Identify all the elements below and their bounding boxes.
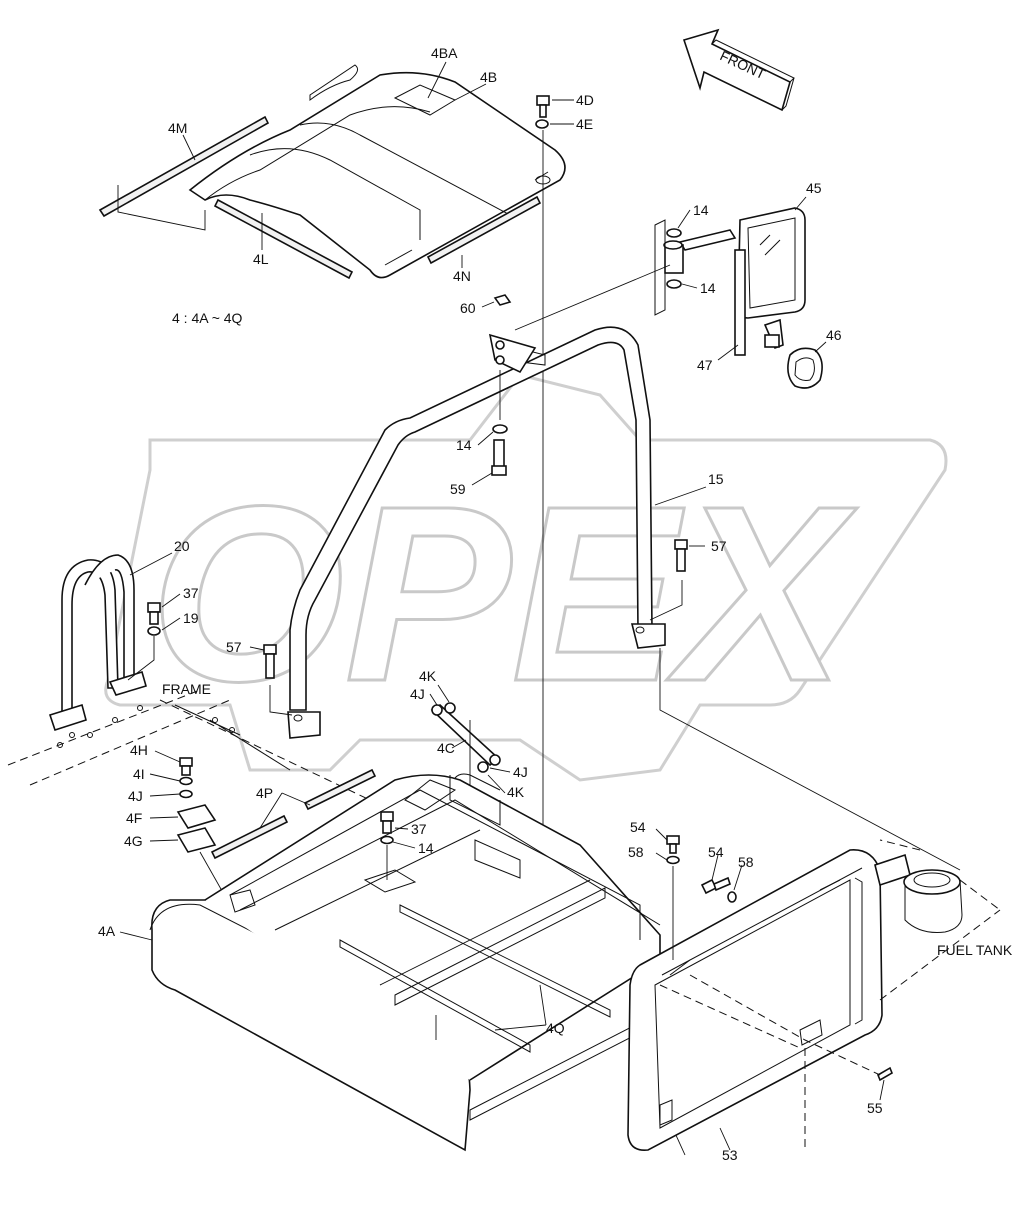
callout-4J-lower: 4J bbox=[513, 764, 528, 780]
callout-4J-upper: 4J bbox=[410, 686, 425, 702]
bolt-54-top bbox=[666, 835, 680, 854]
callout-46: 46 bbox=[826, 327, 842, 343]
callout-14-mirror-lower: 14 bbox=[700, 280, 716, 296]
seal-strip-4l bbox=[213, 198, 354, 280]
callout-4P: 4P bbox=[256, 785, 273, 801]
mirror-45 bbox=[737, 207, 806, 319]
callout-4Q: 4Q bbox=[546, 1020, 565, 1036]
washer-14-rollbar bbox=[492, 424, 508, 434]
callout-15: 15 bbox=[708, 471, 724, 487]
callout-labels: 4BA 4B 4M 4L 4N 4D 4E 14 14 45 46 47 60 … bbox=[98, 45, 883, 1163]
callout-4N: 4N bbox=[453, 268, 471, 284]
mirror-arm-47 bbox=[663, 229, 746, 356]
callout-14-rollbar: 14 bbox=[456, 437, 472, 453]
seal-strip-4p-upper bbox=[303, 768, 377, 811]
bracket-4f bbox=[176, 804, 217, 829]
roof-panel bbox=[188, 64, 566, 279]
washer-4j bbox=[179, 789, 193, 799]
callout-4BA: 4BA bbox=[431, 45, 458, 61]
callout-55: 55 bbox=[867, 1100, 883, 1116]
washer-4e bbox=[535, 119, 549, 129]
callout-4I: 4I bbox=[133, 766, 145, 782]
bolt-37-handrail bbox=[147, 602, 161, 625]
callout-37-base: 37 bbox=[411, 821, 427, 837]
fuel-tank bbox=[874, 853, 963, 933]
leader-lines bbox=[119, 61, 885, 1151]
callout-4B: 4B bbox=[480, 69, 497, 85]
callout-59: 59 bbox=[450, 481, 466, 497]
pin-4k-bottom bbox=[477, 761, 489, 773]
callout-60: 60 bbox=[460, 300, 476, 316]
seal-strip-4m bbox=[98, 115, 270, 218]
bolt-4d bbox=[536, 95, 550, 118]
callout-53: 53 bbox=[722, 1147, 738, 1163]
callout-45: 45 bbox=[806, 180, 822, 196]
callout-54-top: 54 bbox=[630, 819, 646, 835]
washer-58-top bbox=[666, 855, 680, 865]
seal-strip-4p-lower bbox=[210, 814, 289, 860]
callout-14-mirror-upper: 14 bbox=[693, 202, 709, 218]
pin-55 bbox=[877, 1066, 893, 1082]
callout-19: 19 bbox=[183, 610, 199, 626]
bolt-37-base bbox=[380, 811, 394, 834]
nut-60 bbox=[493, 294, 512, 306]
bolt-4h bbox=[179, 757, 193, 776]
frame-outline bbox=[7, 689, 371, 801]
frame-label: FRAME bbox=[162, 681, 211, 697]
watermark-gear bbox=[104, 373, 948, 782]
callout-4E: 4E bbox=[576, 116, 593, 132]
callout-20: 20 bbox=[174, 538, 190, 554]
callout-4D: 4D bbox=[576, 92, 594, 108]
pin-4k-top bbox=[444, 702, 456, 714]
callout-4K-lower: 4K bbox=[507, 784, 525, 800]
callout-37-handrail: 37 bbox=[183, 585, 199, 601]
callout-14-base: 14 bbox=[418, 840, 434, 856]
washer-58-side bbox=[727, 891, 737, 903]
washer-19 bbox=[147, 626, 161, 636]
washer-14-base bbox=[380, 835, 394, 845]
washer-4i bbox=[179, 776, 193, 786]
seal-strip-4n bbox=[426, 195, 542, 265]
callout-4M: 4M bbox=[168, 120, 187, 136]
callout-4G: 4G bbox=[124, 833, 143, 849]
watermark-text: OPEX bbox=[150, 454, 858, 733]
side-panel-53 bbox=[627, 849, 883, 1152]
handrail-20 bbox=[48, 554, 147, 732]
roll-bar-15 bbox=[287, 326, 666, 739]
callout-4J-left: 4J bbox=[128, 788, 143, 804]
washer-14-lower bbox=[666, 279, 682, 289]
bolt-59 bbox=[491, 439, 507, 476]
bolt-54-side bbox=[700, 876, 731, 895]
bracket-4g bbox=[176, 827, 217, 853]
callout-58-top: 58 bbox=[628, 844, 644, 860]
callout-57-left: 57 bbox=[226, 639, 242, 655]
callout-4F: 4F bbox=[126, 810, 142, 826]
group-note: 4 : 4A ~ 4Q bbox=[172, 310, 243, 326]
callout-4A: 4A bbox=[98, 923, 116, 939]
callout-54-side: 54 bbox=[708, 844, 724, 860]
callout-58-side: 58 bbox=[738, 854, 754, 870]
callout-4H: 4H bbox=[130, 742, 148, 758]
mirror-46 bbox=[763, 318, 823, 389]
callout-4K-upper: 4K bbox=[419, 668, 437, 684]
callout-4L: 4L bbox=[253, 251, 269, 267]
callout-47: 47 bbox=[697, 357, 713, 373]
callout-4C: 4C bbox=[437, 740, 455, 756]
cab-base-4a bbox=[149, 773, 661, 1152]
washer-14-upper bbox=[666, 228, 682, 238]
bolt-57-left bbox=[263, 644, 277, 679]
fuel-tank-label: FUEL TANK bbox=[937, 942, 1013, 958]
front-arrow: FRONT bbox=[682, 28, 795, 112]
bolt-57-right bbox=[674, 539, 688, 572]
callout-57-right: 57 bbox=[711, 538, 727, 554]
